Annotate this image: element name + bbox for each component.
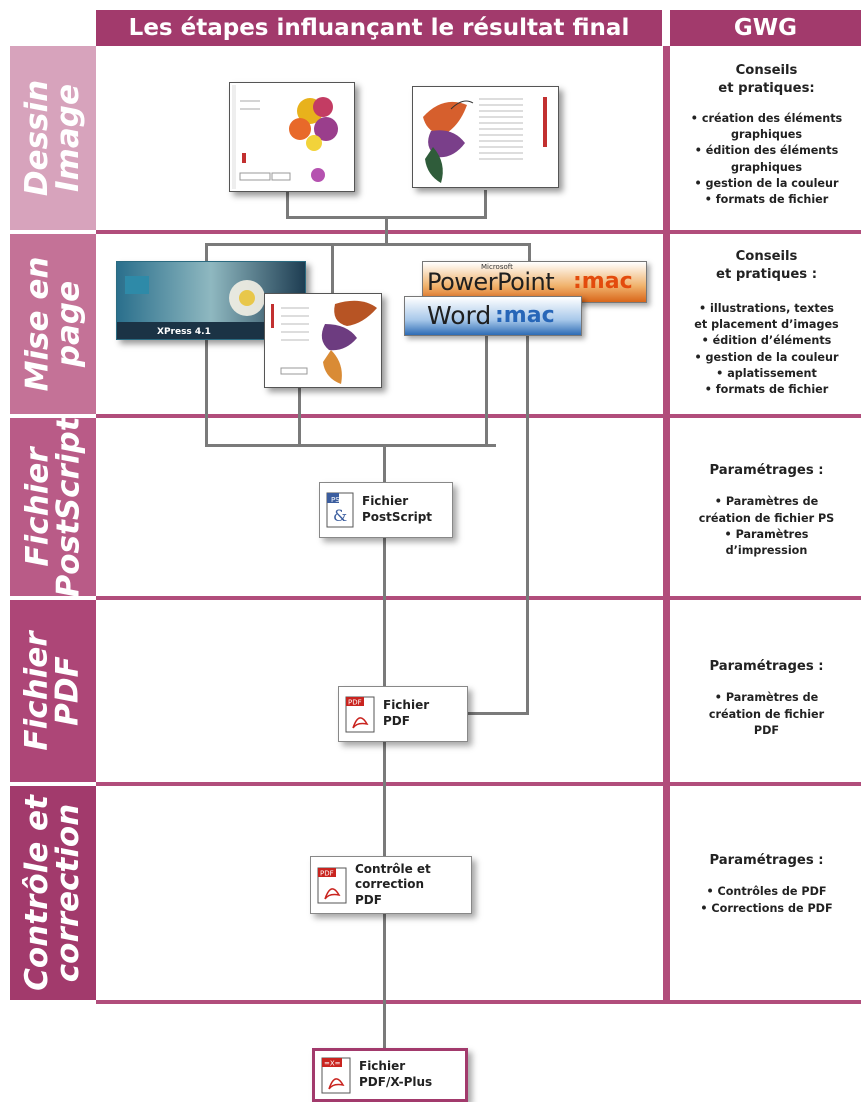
svg-text:PDF: PDF (348, 699, 362, 707)
pdf-file-icon: PDF (345, 696, 375, 733)
connector (298, 386, 301, 447)
connector (484, 190, 487, 218)
svg-text:PS: PS (331, 496, 340, 504)
connector (205, 338, 208, 447)
screenshot-flowers (229, 82, 355, 192)
connector (385, 216, 388, 244)
word-mac-logo: Word :mac (404, 296, 582, 336)
separator-1 (96, 230, 861, 234)
connector (383, 740, 386, 856)
powerpoint-name-text: PowerPoint (427, 268, 555, 296)
connector (466, 712, 529, 715)
postscript-file-icon: PS & (326, 492, 354, 528)
layout-page-artwork (271, 300, 377, 384)
header-title: Les étapes influançant le résultat final (96, 10, 662, 46)
word-mac-text: :mac (495, 303, 555, 328)
connector (286, 190, 289, 218)
connector (205, 243, 208, 261)
connector (383, 912, 386, 1068)
quark-version-text: XPress 4.1 (157, 327, 211, 337)
connector (383, 444, 386, 482)
butterfly-artwork (423, 97, 547, 183)
separator-4 (96, 782, 861, 786)
svg-text:=X=: =X= (324, 1060, 341, 1068)
powerpoint-brand-text: Microsoft (481, 263, 513, 271)
connector (331, 243, 334, 293)
powerpoint-mac-text: :mac (573, 269, 633, 294)
separator-2 (96, 414, 861, 418)
word-name-text: Word (427, 301, 492, 330)
screenshot-butterfly (412, 86, 559, 188)
header-gwg: GWG (670, 10, 861, 46)
connector (205, 444, 496, 447)
separator-3 (96, 596, 861, 600)
flowers-artwork (232, 85, 338, 189)
pdfx-file-icon: =X= (321, 1057, 351, 1094)
screenshot-layout-page (264, 293, 382, 388)
gwg-divider (667, 46, 670, 1004)
separator-bottom (96, 1000, 861, 1004)
connector (528, 243, 531, 261)
connector (526, 334, 529, 715)
connector (383, 536, 386, 686)
gwg-panel-controle: Paramétrages : • Contrôles de PDF• Corre… (700, 853, 833, 915)
svg-text:PDF: PDF (320, 870, 334, 878)
column-divider (663, 46, 667, 1004)
connector (205, 243, 531, 246)
pdf-control-icon: PDF (317, 867, 347, 904)
svg-text:&: & (333, 506, 347, 525)
connector (485, 334, 488, 447)
